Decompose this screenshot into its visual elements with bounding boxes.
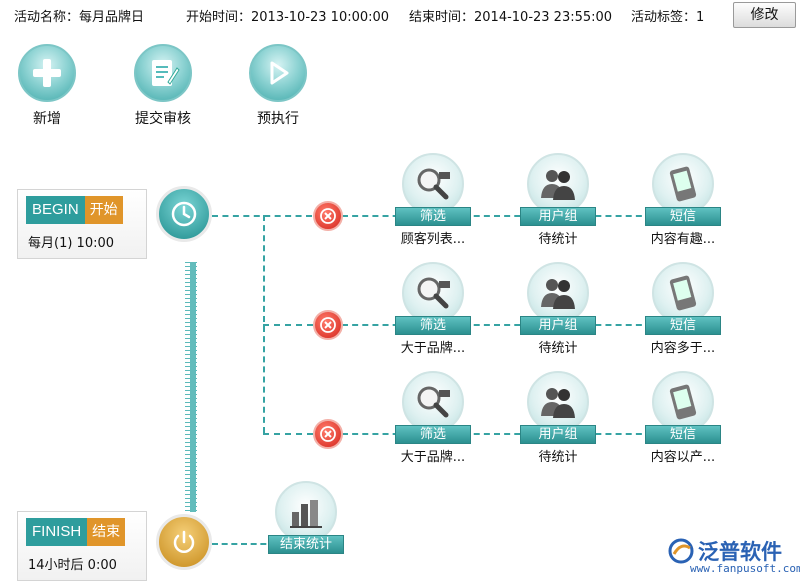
sms-node-label: 短信 (645, 425, 721, 444)
phone-icon (652, 153, 714, 215)
connector (342, 215, 652, 217)
connector (342, 433, 652, 435)
finish-tag: FINISH 结束 (26, 518, 146, 546)
sms-node-value: 内容多于... (650, 341, 716, 356)
finish-tag-cn: 结束 (87, 518, 126, 546)
sms-node[interactable]: 短信 内容以产... (643, 371, 723, 465)
brand-name: 泛普软件 (698, 540, 782, 564)
user-group-node-value: 待统计 (538, 341, 578, 356)
edit-document-icon (134, 44, 192, 102)
end-stats-node[interactable]: 结束统计 (266, 481, 346, 554)
user-group-node-label: 用户组 (520, 207, 596, 226)
user-group-node-value: 待统计 (538, 232, 578, 247)
activity-tag: 活动标签：1 (631, 10, 705, 25)
activity-name: 活动名称：每月品牌日 (14, 10, 145, 25)
begin-schedule: 每月(1) 10:00 (28, 236, 115, 251)
filter-node-label: 筛选 (395, 425, 471, 444)
fanpu-logo: 泛普软件 (668, 536, 782, 566)
phone-icon (652, 371, 714, 433)
finish-schedule: 14小时后 0:00 (28, 558, 117, 573)
user-group-node[interactable]: 用户组 待统计 (518, 153, 598, 247)
user-group-node[interactable]: 用户组 待统计 (518, 262, 598, 356)
connector (212, 215, 312, 217)
magnifier-icon (402, 153, 464, 215)
sms-node-value: 内容以产... (650, 450, 716, 465)
connector (263, 433, 313, 435)
connector (342, 324, 652, 326)
remove-branch-icon[interactable] (313, 201, 343, 231)
filter-node-value: 大于品牌... (400, 341, 466, 356)
user-group-node-value: 待统计 (538, 450, 578, 465)
filter-node-label: 筛选 (395, 316, 471, 335)
pre-execute-button[interactable]: 预执行 (228, 44, 328, 128)
filter-node[interactable]: 筛选 大于品牌... (393, 262, 473, 356)
magnifier-icon (402, 262, 464, 324)
filter-node[interactable]: 筛选 大于品牌... (393, 371, 473, 465)
submit-review-button[interactable]: 提交审核 (113, 44, 213, 128)
fanpu-logo-icon (668, 538, 694, 564)
filter-node-value: 顾客列表... (400, 232, 466, 247)
filter-node-label: 筛选 (395, 207, 471, 226)
sms-node[interactable]: 短信 内容有趣... (643, 153, 723, 247)
user-group-node[interactable]: 用户组 待统计 (518, 371, 598, 465)
phone-icon (652, 262, 714, 324)
bar-chart-icon (275, 481, 337, 543)
users-icon (527, 153, 589, 215)
edit-button[interactable]: 修改 (733, 2, 796, 28)
user-group-node-label: 用户组 (520, 425, 596, 444)
brand-url: www.fanpusoft.com (690, 562, 800, 575)
end-stats-label: 结束统计 (268, 535, 344, 554)
begin-tag-en: BEGIN (26, 196, 85, 224)
user-group-node-label: 用户组 (520, 316, 596, 335)
sms-node-label: 短信 (645, 207, 721, 226)
add-label: 新增 (33, 111, 61, 127)
submit-review-label: 提交审核 (135, 111, 191, 127)
connector (263, 324, 313, 326)
begin-panel: BEGIN 开始 每月(1) 10:00 (17, 189, 147, 259)
finish-power-icon[interactable] (156, 514, 212, 570)
remove-branch-icon[interactable] (313, 310, 343, 340)
sms-node-label: 短信 (645, 316, 721, 335)
finish-panel: FINISH 结束 14小时后 0:00 (17, 511, 147, 581)
remove-branch-icon[interactable] (313, 419, 343, 449)
finish-tag-en: FINISH (26, 518, 88, 546)
begin-tag-cn: 开始 (84, 196, 123, 224)
users-icon (527, 262, 589, 324)
sms-node-value: 内容有趣... (650, 232, 716, 247)
plus-icon (18, 44, 76, 102)
end-time: 结束时间：2014-10-23 23:55:00 (409, 10, 613, 25)
timeline-bar (190, 262, 196, 512)
connector (212, 543, 276, 545)
pre-execute-label: 预执行 (257, 111, 299, 127)
filter-node-value: 大于品牌... (400, 450, 466, 465)
magnifier-icon (402, 371, 464, 433)
start-time: 开始时间：2013-10-23 10:00:00 (186, 10, 390, 25)
add-button[interactable]: 新增 (0, 44, 97, 128)
play-icon (249, 44, 307, 102)
users-icon (527, 371, 589, 433)
filter-node[interactable]: 筛选 顾客列表... (393, 153, 473, 247)
sms-node[interactable]: 短信 内容多于... (643, 262, 723, 356)
begin-tag: BEGIN 开始 (26, 196, 146, 224)
begin-clock-icon[interactable] (156, 186, 212, 242)
